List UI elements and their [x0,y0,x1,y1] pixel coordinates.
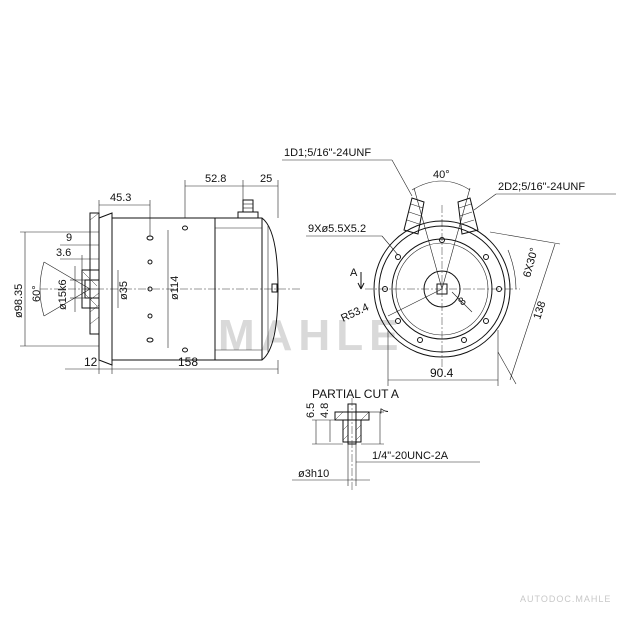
dim-114: ø114 [169,276,181,300]
dim-90-4: 90.4 [430,366,454,380]
motor-inner-circle [391,238,493,340]
section-mark-a: A [350,267,358,279]
dim-8: 8 [456,295,468,308]
dim-9: 9 [66,232,72,244]
terminal-1-label: 1D1;5/16"-24UNF [284,147,371,159]
thread-label: 1/4"-20UNC-2A [372,450,449,462]
dim-98-35: ø98.35 [13,284,25,318]
side-dimensions: 45.3 52.8 25 9 3.6 ø15k6 ø35 ø114 ø98.35 [13,173,279,374]
end-cap [214,217,279,361]
terminal-1 [403,197,425,235]
watermark: MAHLE [218,311,404,360]
holes-label: 9Xø5.5X5.2 [308,223,366,235]
flange [89,212,100,335]
terminal-2 [457,197,479,235]
dim-4-8: 4.8 [319,403,331,418]
brand-mark: AUTODOC.MAHLE [520,594,611,604]
dim-7: 7 [379,408,391,414]
dim-12: 12 [84,355,98,369]
dim-138: 138 [531,300,548,321]
dim-3h10: ø3h10 [298,468,329,480]
dim-35: ø35 [118,281,130,300]
dim-25: 25 [260,173,272,185]
partial-cut-title: PARTIAL CUT A [312,387,399,401]
angle-6x30: 6X30° [521,247,540,279]
partial-cut: PARTIAL CUT A 6.5 4.8 7 1/4"-20UNC-2A ø3… [292,387,480,490]
angle-40: 40° [433,169,450,181]
dim-45-3: 45.3 [110,192,131,204]
front-view: A [350,197,520,370]
dim-158: 158 [178,355,198,369]
motor-outer-circle [373,220,511,358]
dim-52-8: 52.8 [205,173,226,185]
terminal-2-label: 2D2;5/16"-24UNF [498,181,585,193]
hub [423,270,461,308]
terminal-base [237,211,259,219]
dim-15k6: ø15k6 [57,279,69,310]
dim-3-6: 3.6 [56,247,71,259]
dim-60-deg: 60° [31,285,43,302]
side-view [40,199,300,366]
front-dimensions: 1D1;5/16"-24UNF 40° 2D2;5/16"-24UNF 9Xø5… [282,147,616,386]
dim-6-5: 6.5 [305,403,317,418]
